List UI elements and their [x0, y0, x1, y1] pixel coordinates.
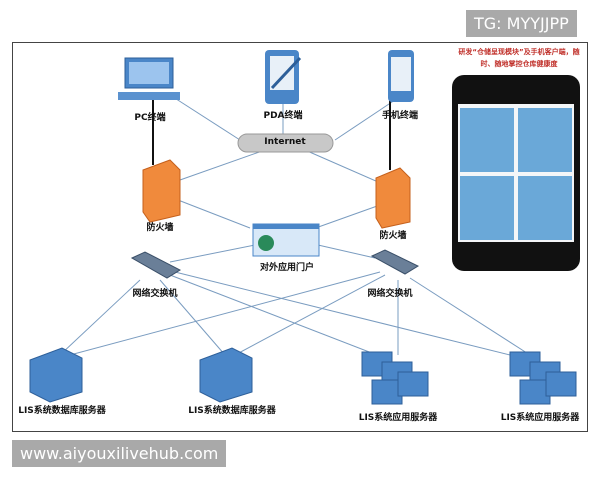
internet-pipe-icon	[237, 133, 334, 153]
link	[317, 244, 376, 259]
promo-text: 研发“仓储呈现模块”及手机客户端，随时、随地掌控仓库健康度	[458, 48, 580, 68]
switch-right-label: 网络交换机	[367, 289, 413, 299]
server3-label: LIS系统应用服务器	[358, 413, 438, 423]
link	[169, 274, 391, 361]
phone-icon	[388, 50, 414, 102]
portal-label: 对外应用门户	[259, 263, 315, 273]
link	[169, 94, 241, 141]
firewall-left-label: 防火墙	[146, 223, 174, 233]
portal-icon	[252, 223, 320, 257]
firewall-icon	[142, 159, 411, 229]
firewall-right-label: 防火墙	[379, 231, 407, 241]
diagram-frame	[12, 42, 588, 432]
link	[177, 199, 251, 229]
pc-icon	[118, 57, 180, 100]
server-icon	[29, 347, 577, 405]
link	[179, 149, 266, 181]
links	[59, 94, 531, 361]
pc-label: PC终端	[134, 113, 166, 123]
link	[334, 99, 396, 141]
pda-icon	[265, 50, 302, 104]
link	[169, 244, 256, 263]
internet-label: Internet	[264, 137, 306, 147]
server4-label: LIS系统应用服务器	[500, 413, 580, 423]
watermark-top: TG: MYYJJPP	[466, 10, 577, 37]
link	[174, 271, 531, 361]
link	[304, 149, 386, 186]
link	[409, 277, 531, 356]
pda-label: PDA终端	[263, 111, 303, 121]
smartphone-screenshot	[452, 75, 580, 271]
link	[159, 279, 226, 356]
link	[234, 274, 386, 356]
link	[69, 271, 381, 356]
server2-label: LIS系统数据库服务器	[188, 406, 276, 416]
phone-label: 手机终端	[381, 111, 419, 121]
watermark-bottom: www.aiyouxilivehub.com	[12, 440, 227, 467]
link	[59, 279, 141, 356]
server1-label: LIS系统数据库服务器	[18, 406, 106, 416]
switch-left-label: 网络交换机	[132, 289, 178, 299]
switch-icon	[130, 249, 420, 279]
link	[309, 204, 381, 231]
